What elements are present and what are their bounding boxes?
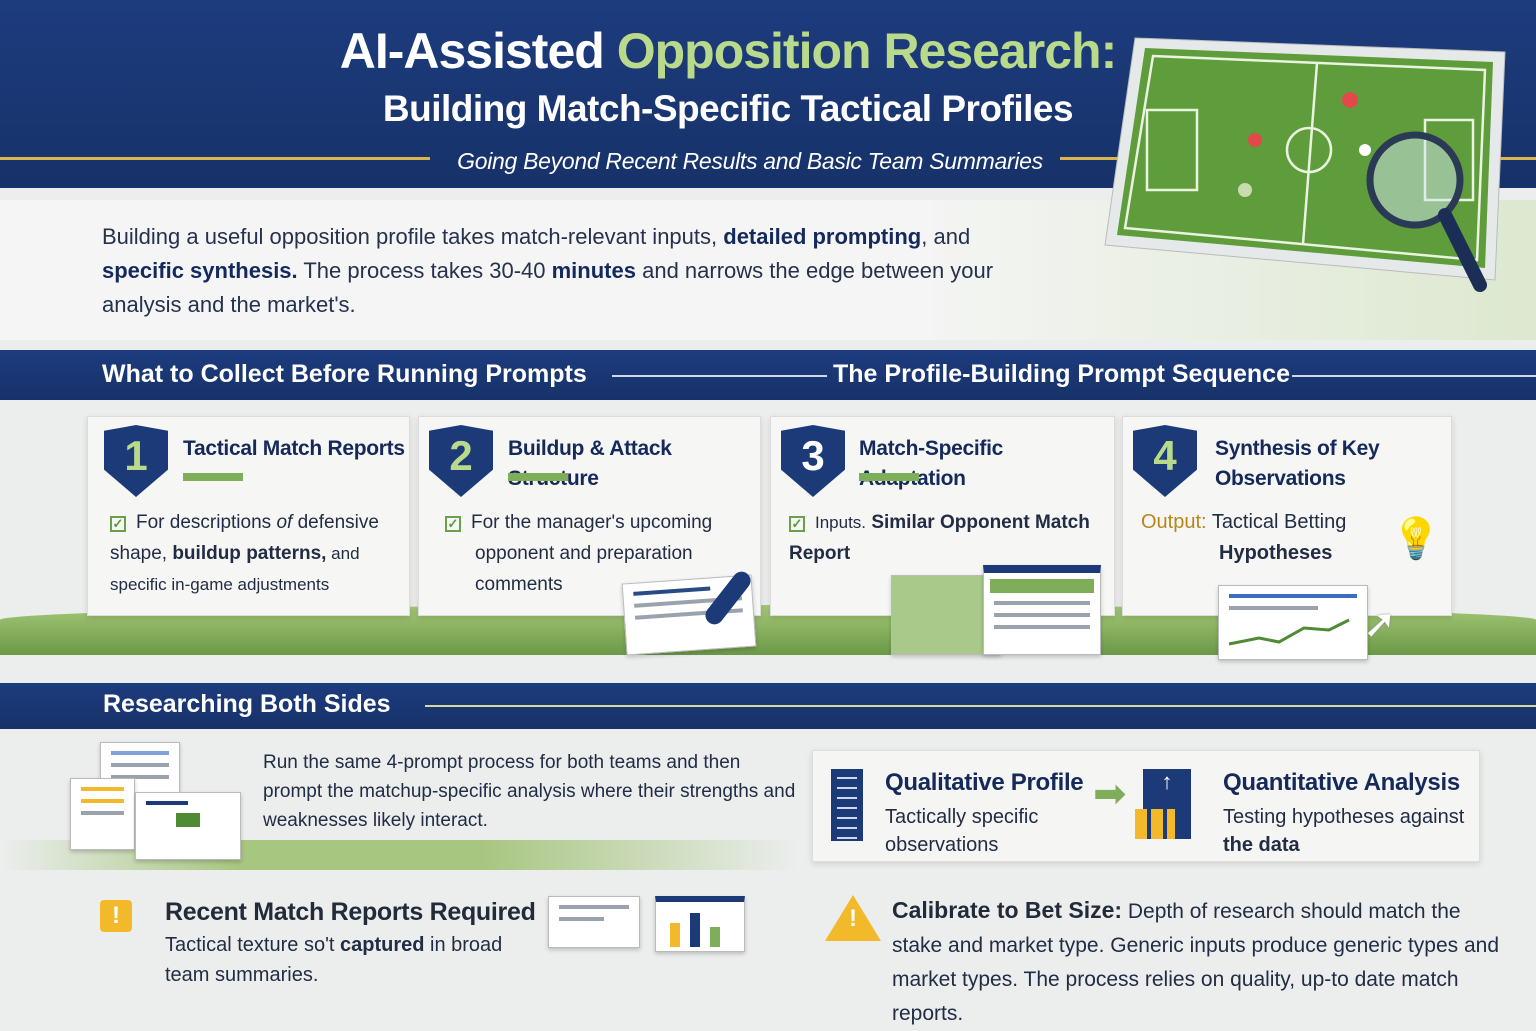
step-card-2: 2 Buildup & Attack Structure ✓For the ma… xyxy=(418,416,761,656)
section-title-collect: What to Collect Before Running Prompts xyxy=(102,360,587,388)
document-icon xyxy=(70,778,135,850)
line-chart-icon xyxy=(1218,585,1368,660)
bar-chart-up-icon: ↑ xyxy=(1135,769,1191,839)
step-title: Synthesis of Key Observations xyxy=(1215,437,1380,490)
arrow-right-icon: ➡ xyxy=(1093,772,1127,816)
divider xyxy=(612,375,827,377)
spreadsheet-icon xyxy=(983,565,1101,655)
qualitative-text: Tactically specific observations xyxy=(885,806,1039,856)
qualitative-title: Qualitative Profile xyxy=(885,769,1084,796)
intro-text: Building a useful opposition profile tak… xyxy=(102,224,994,317)
lightbulb-icon: 💡 xyxy=(1391,517,1441,561)
accent-bar xyxy=(859,473,919,481)
step-card-4: 4 Synthesis of Key Observations Output: … xyxy=(1122,416,1452,660)
checkbox-icon: ✓ xyxy=(445,516,461,532)
step-text: ✓For the manager's upcoming opponent and… xyxy=(445,507,725,600)
divider xyxy=(425,705,1536,707)
step-number-badge: 3 xyxy=(781,425,845,497)
alert-icon: ! xyxy=(100,900,132,932)
accent-bar xyxy=(508,473,568,481)
document-list-icon xyxy=(831,769,863,841)
divider xyxy=(0,157,430,160)
step-number-badge: 2 xyxy=(429,425,493,497)
page-subtitle: Building Match-Specific Tactical Profile… xyxy=(382,88,1074,129)
checkbox-icon: ✓ xyxy=(789,516,805,532)
divider xyxy=(1292,375,1536,377)
qual-quant-flow: Qualitative Profile Tactically specific … xyxy=(812,750,1480,862)
page-title: AI-Assisted Opposition Research: xyxy=(339,23,1118,79)
section-title-sequence: The Profile-Building Prompt Sequence xyxy=(833,360,1290,388)
report-chart-icon xyxy=(548,896,640,948)
magnifier-icon xyxy=(1366,131,1464,229)
tactics-board-illustration xyxy=(1104,37,1506,292)
exclamation-glyph: ! xyxy=(849,905,857,932)
step-number-badge: 4 xyxy=(1133,425,1197,497)
bar-chart-icon xyxy=(655,896,745,952)
warning-triangle-icon xyxy=(825,895,881,941)
quantitative-title: Quantitative Analysis xyxy=(1223,769,1460,796)
warning-text: Tactical texture so't captured in broad … xyxy=(165,934,503,986)
step-text: ✓Inputs. Similar Opponent Match Report xyxy=(789,512,1090,564)
step-number-badge: 1 xyxy=(104,425,168,497)
tagline: Going Beyond Recent Results and Basic Te… xyxy=(457,148,1043,174)
step-card-1: 1 Tactical Match Reports ✓For descriptio… xyxy=(87,416,410,616)
warning-title: Recent Match Reports Required xyxy=(165,898,536,926)
section-title-both: Researching Both Sides xyxy=(103,690,391,718)
arrow-up-right-icon: ➚ xyxy=(1363,602,1397,646)
step-text: ✓For descriptions of defensive shape, bu… xyxy=(110,512,379,594)
document-icon xyxy=(135,792,241,860)
step-title: Buildup & Attack Structure xyxy=(508,437,672,490)
accent-bar xyxy=(183,473,243,481)
checkbox-icon: ✓ xyxy=(110,516,126,532)
step-title: Tactical Match Reports xyxy=(183,437,405,460)
warning-text: Calibrate to Bet Size: Depth of research… xyxy=(892,897,1500,1025)
step-title: Match-Specific Adaptation xyxy=(859,437,1003,490)
step-card-3: 3 Match-Specific Adaptation ✓Inputs. Sim… xyxy=(770,416,1115,655)
both-sides-text: Run the same 4-prompt process for both t… xyxy=(263,752,796,831)
report-sheet-icon xyxy=(891,575,1001,655)
